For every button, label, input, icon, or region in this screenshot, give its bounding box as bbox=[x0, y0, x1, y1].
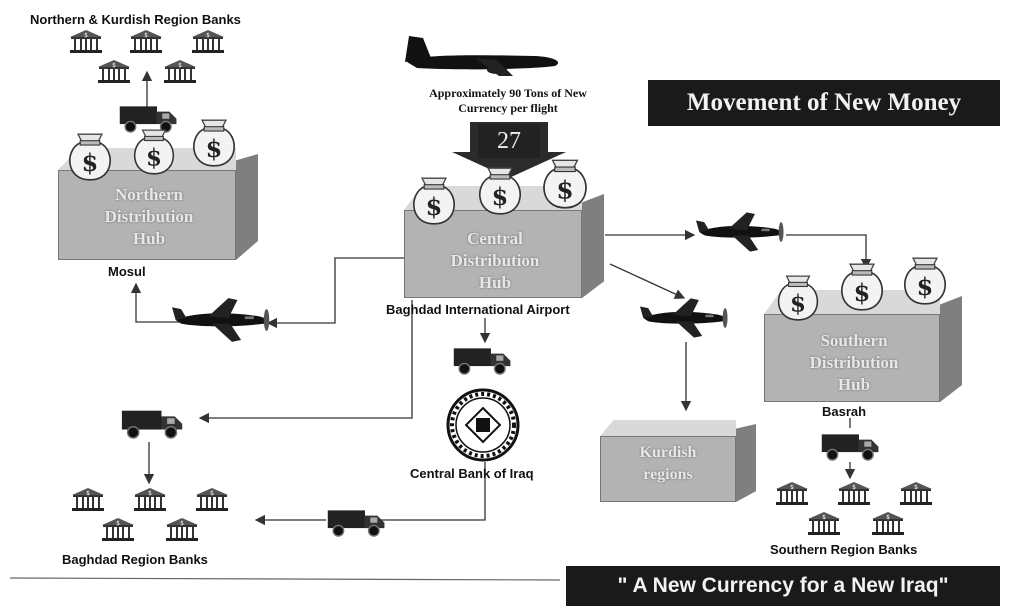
bank-building-icon bbox=[102, 518, 134, 541]
bank-building-icon bbox=[776, 482, 808, 505]
bank-building-icon bbox=[70, 30, 102, 53]
flight-count: 27 bbox=[478, 124, 540, 158]
money-bag-icon bbox=[777, 275, 819, 321]
airplane-icon bbox=[640, 296, 730, 340]
airplane-icon bbox=[696, 210, 786, 254]
bank-building-icon bbox=[872, 512, 904, 535]
money-bag-icon bbox=[68, 133, 112, 181]
baghdad-banks-label: Baghdad Region Banks bbox=[62, 552, 208, 567]
central-bank-label: Central Bank of Iraq bbox=[410, 466, 534, 481]
money-bag-icon bbox=[543, 159, 587, 209]
bank-building-icon bbox=[72, 488, 104, 511]
money-bag-icon bbox=[133, 129, 175, 175]
central-bank-seal-icon bbox=[446, 388, 520, 462]
baghdad-airport-label: Baghdad International Airport bbox=[386, 302, 570, 317]
bank-building-icon bbox=[98, 60, 130, 83]
money-bag-icon bbox=[840, 263, 884, 311]
bank-building-icon bbox=[130, 30, 162, 53]
truck-icon bbox=[120, 404, 186, 440]
bank-building-icon bbox=[134, 488, 166, 511]
bank-building-icon bbox=[192, 30, 224, 53]
cargo-jet-icon bbox=[400, 26, 570, 86]
bank-building-icon bbox=[900, 482, 932, 505]
northern-banks-label: Northern & Kurdish Region Banks bbox=[30, 12, 241, 27]
northern-banks-group bbox=[70, 30, 224, 83]
bank-building-icon bbox=[196, 488, 228, 511]
slogan-banner: " A New Currency for a New Iraq" bbox=[566, 566, 1000, 606]
southern-banks-label: Southern Region Banks bbox=[770, 542, 918, 557]
money-bag-icon bbox=[412, 177, 456, 225]
bank-building-icon bbox=[838, 482, 870, 505]
kurdish-regions-box bbox=[600, 420, 756, 502]
truck-icon bbox=[326, 504, 388, 538]
bank-building-icon bbox=[164, 60, 196, 83]
money-bag-icon bbox=[478, 167, 522, 215]
southern-money-bags bbox=[777, 257, 947, 321]
basrah-label: Basrah bbox=[822, 404, 867, 419]
southern-banks-group bbox=[776, 482, 932, 535]
money-bag-icon bbox=[903, 257, 947, 305]
truck-icon bbox=[452, 342, 514, 376]
northern-hub-box bbox=[58, 148, 258, 260]
central-money-bags bbox=[412, 159, 587, 225]
bank-building-icon bbox=[808, 512, 840, 535]
baghdad-banks-group bbox=[72, 488, 228, 541]
bank-building-icon bbox=[166, 518, 198, 541]
mosul-label: Mosul bbox=[108, 264, 146, 279]
money-bag-icon bbox=[192, 119, 236, 167]
airplane-icon bbox=[172, 296, 272, 344]
page-title: Movement of New Money bbox=[648, 80, 1000, 126]
truck-icon bbox=[820, 428, 882, 462]
northern-money-bags bbox=[68, 119, 236, 181]
